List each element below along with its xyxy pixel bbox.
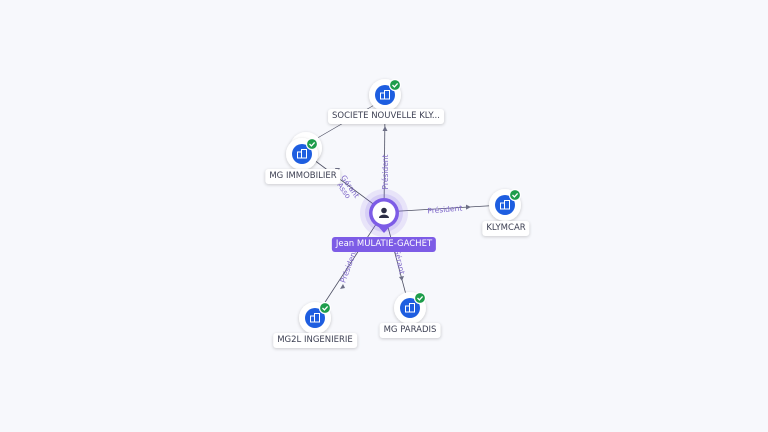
company-node-mg2l-ingenierie[interactable] <box>299 301 332 334</box>
edge-label-societe-nouvelle: Président <box>381 154 390 189</box>
person-name-label[interactable]: Jean MULATIE-GACHET <box>331 237 437 252</box>
company-node-klymcar[interactable] <box>489 188 522 221</box>
company-building-icon <box>380 90 390 100</box>
verified-check-icon <box>388 78 402 92</box>
verified-check-icon <box>305 137 319 151</box>
verified-check-icon <box>413 291 427 305</box>
person-node[interactable] <box>360 189 408 237</box>
company-building-icon <box>405 303 415 313</box>
company-node-mg-paradis[interactable] <box>394 291 427 324</box>
edge-mg2l-ingenierie[interactable] <box>315 211 385 317</box>
company-node-mg-immobilier[interactable] <box>286 132 322 170</box>
company-label-mg2l-ingenierie[interactable]: MG2L INGENIERIE <box>273 333 357 348</box>
company-label-mg-paradis[interactable]: MG PARADIS <box>379 323 441 338</box>
company-label-societe-nouvelle[interactable]: SOCIETE NOUVELLE KLY... <box>328 109 444 124</box>
company-node-societe-nouvelle[interactable] <box>369 78 402 111</box>
verified-check-icon <box>508 188 522 202</box>
edge-mg-immobilier[interactable] <box>305 153 385 213</box>
edge-label-klymcar: Président <box>427 203 463 215</box>
person-icon <box>379 207 389 218</box>
verified-check-icon <box>318 301 332 315</box>
edge-klymcar[interactable] <box>383 204 504 213</box>
company-label-mg-immobilier[interactable]: MG IMMOBILIER <box>265 169 341 184</box>
company-building-icon <box>297 149 307 159</box>
company-building-icon <box>310 313 320 323</box>
company-building-icon <box>500 200 510 210</box>
arrow-societe-nouvelle <box>382 126 388 131</box>
arrow-klymcar <box>466 204 471 210</box>
arrow-mg2l-ingenierie <box>340 284 345 289</box>
company-label-klymcar[interactable]: KLYMCAR <box>482 221 530 236</box>
edge-label-mg2l-ingenierie: Président <box>338 248 358 284</box>
arrow-mg-paradis <box>399 276 404 281</box>
